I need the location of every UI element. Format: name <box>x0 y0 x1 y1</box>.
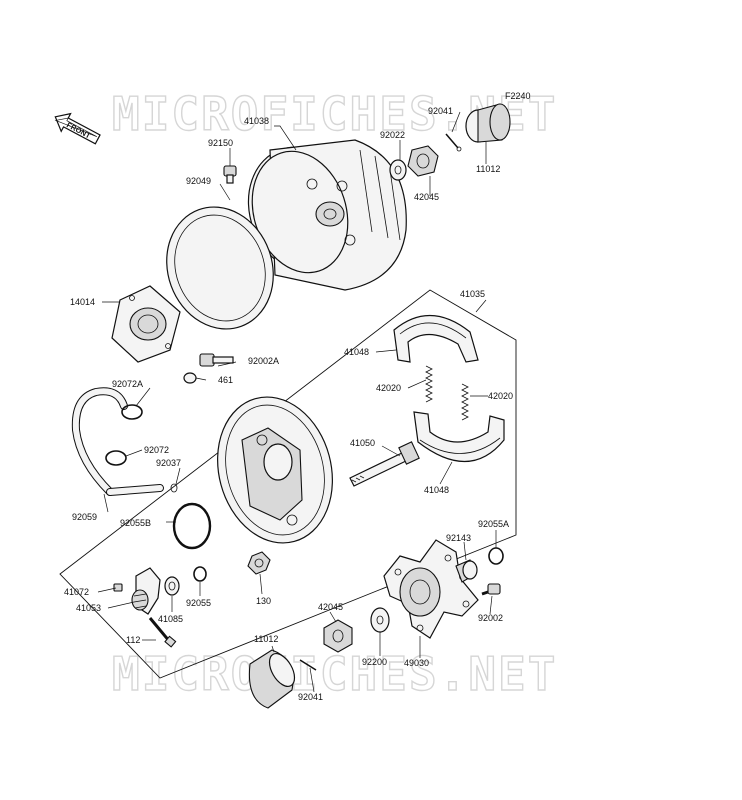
cotter-pin-top-part <box>445 133 462 152</box>
clamp-92072-part <box>105 450 127 466</box>
bearing-housing-part <box>111 285 181 363</box>
o-ring-92055B-part <box>172 502 212 550</box>
collar-92143-part <box>455 559 478 583</box>
bolt-130-part <box>247 551 271 575</box>
label-92055: 92055 <box>186 598 211 608</box>
brake-lever-part <box>131 567 161 615</box>
watermark-bottom: MICROFICHES.NET <box>112 647 557 701</box>
breather-hose-part <box>71 387 164 496</box>
label-92049: 92049 <box>186 176 211 186</box>
spring-right-part <box>461 383 469 421</box>
label-92055B: 92055B <box>120 518 151 528</box>
castle-nut-42045-lower-part <box>323 619 353 653</box>
label-14014: 14014 <box>70 297 95 307</box>
brake-drum-part <box>247 139 407 291</box>
label-112: 112 <box>126 635 140 645</box>
label-92041-lower: 92041 <box>298 692 323 702</box>
bolt-92002A-part <box>199 353 234 367</box>
label-92072A: 92072A <box>112 379 143 389</box>
label-92037: 92037 <box>156 458 181 468</box>
label-461: 461 <box>218 375 233 385</box>
cam-shaft-part <box>349 441 420 487</box>
cap-11012-lower-part <box>248 649 296 709</box>
bolt-112-part <box>148 617 177 648</box>
label-41050: 41050 <box>350 438 375 448</box>
label-42045-top: 42045 <box>414 192 439 202</box>
washer-461-part <box>183 372 197 384</box>
spring-left-part <box>425 365 433 403</box>
label-41072: 41072 <box>64 587 89 597</box>
hub-49030-part <box>383 539 479 639</box>
brake-shoe-lower-part <box>413 411 505 463</box>
label-42020-left: 42020 <box>376 383 401 393</box>
label-92072: 92072 <box>144 445 169 455</box>
label-92041-top: 92041 <box>428 106 453 116</box>
washer-41085-part <box>164 576 180 596</box>
brake-panel-part <box>217 396 333 544</box>
label-41048-upper: 41048 <box>344 347 369 357</box>
label-11012-top: 11012 <box>476 164 500 174</box>
label-92022: 92022 <box>380 130 405 140</box>
washer-92200-part <box>370 607 390 633</box>
label-92002: 92002 <box>478 613 503 623</box>
bolt-92150-part <box>223 165 237 184</box>
brake-shoe-upper-part <box>393 314 479 363</box>
label-49030: 49030 <box>404 658 429 668</box>
label-92150: 92150 <box>208 138 233 148</box>
label-92059: 92059 <box>72 512 97 522</box>
label-41038: 41038 <box>244 116 269 126</box>
cotter-pin-lower-part <box>299 659 317 671</box>
clip-92037-part <box>170 483 178 493</box>
o-ring-92055-part <box>193 566 207 582</box>
seal-ring-part <box>166 206 274 330</box>
leader-lines <box>97 111 497 693</box>
clamp-92072A-part <box>121 404 143 420</box>
diagram-code: F2240 <box>505 91 531 101</box>
label-41085: 41085 <box>158 614 183 624</box>
label-41048-lower: 41048 <box>424 485 449 495</box>
label-11012-lower: 11012 <box>254 634 278 644</box>
label-130: 130 <box>256 596 271 606</box>
cap-11012-top-part <box>465 103 511 143</box>
label-42020-right: 42020 <box>488 391 513 401</box>
castle-nut-42045-part <box>407 145 439 177</box>
label-41035: 41035 <box>460 289 485 299</box>
label-41053: 41053 <box>76 603 101 613</box>
bolt-92002-part <box>481 583 501 596</box>
washer-92022-part <box>389 159 407 181</box>
label-92055A: 92055A <box>478 519 509 529</box>
label-92200: 92200 <box>362 657 387 667</box>
brake-panel-assembly-box <box>59 289 517 679</box>
front-arrow-icon: FRONT <box>54 112 101 145</box>
label-42045-lower: 42045 <box>318 602 343 612</box>
label-92002A: 92002A <box>248 356 279 366</box>
label-92143: 92143 <box>446 533 471 543</box>
bolt-41072-part <box>113 583 123 592</box>
o-ring-92055A-part <box>488 547 504 565</box>
